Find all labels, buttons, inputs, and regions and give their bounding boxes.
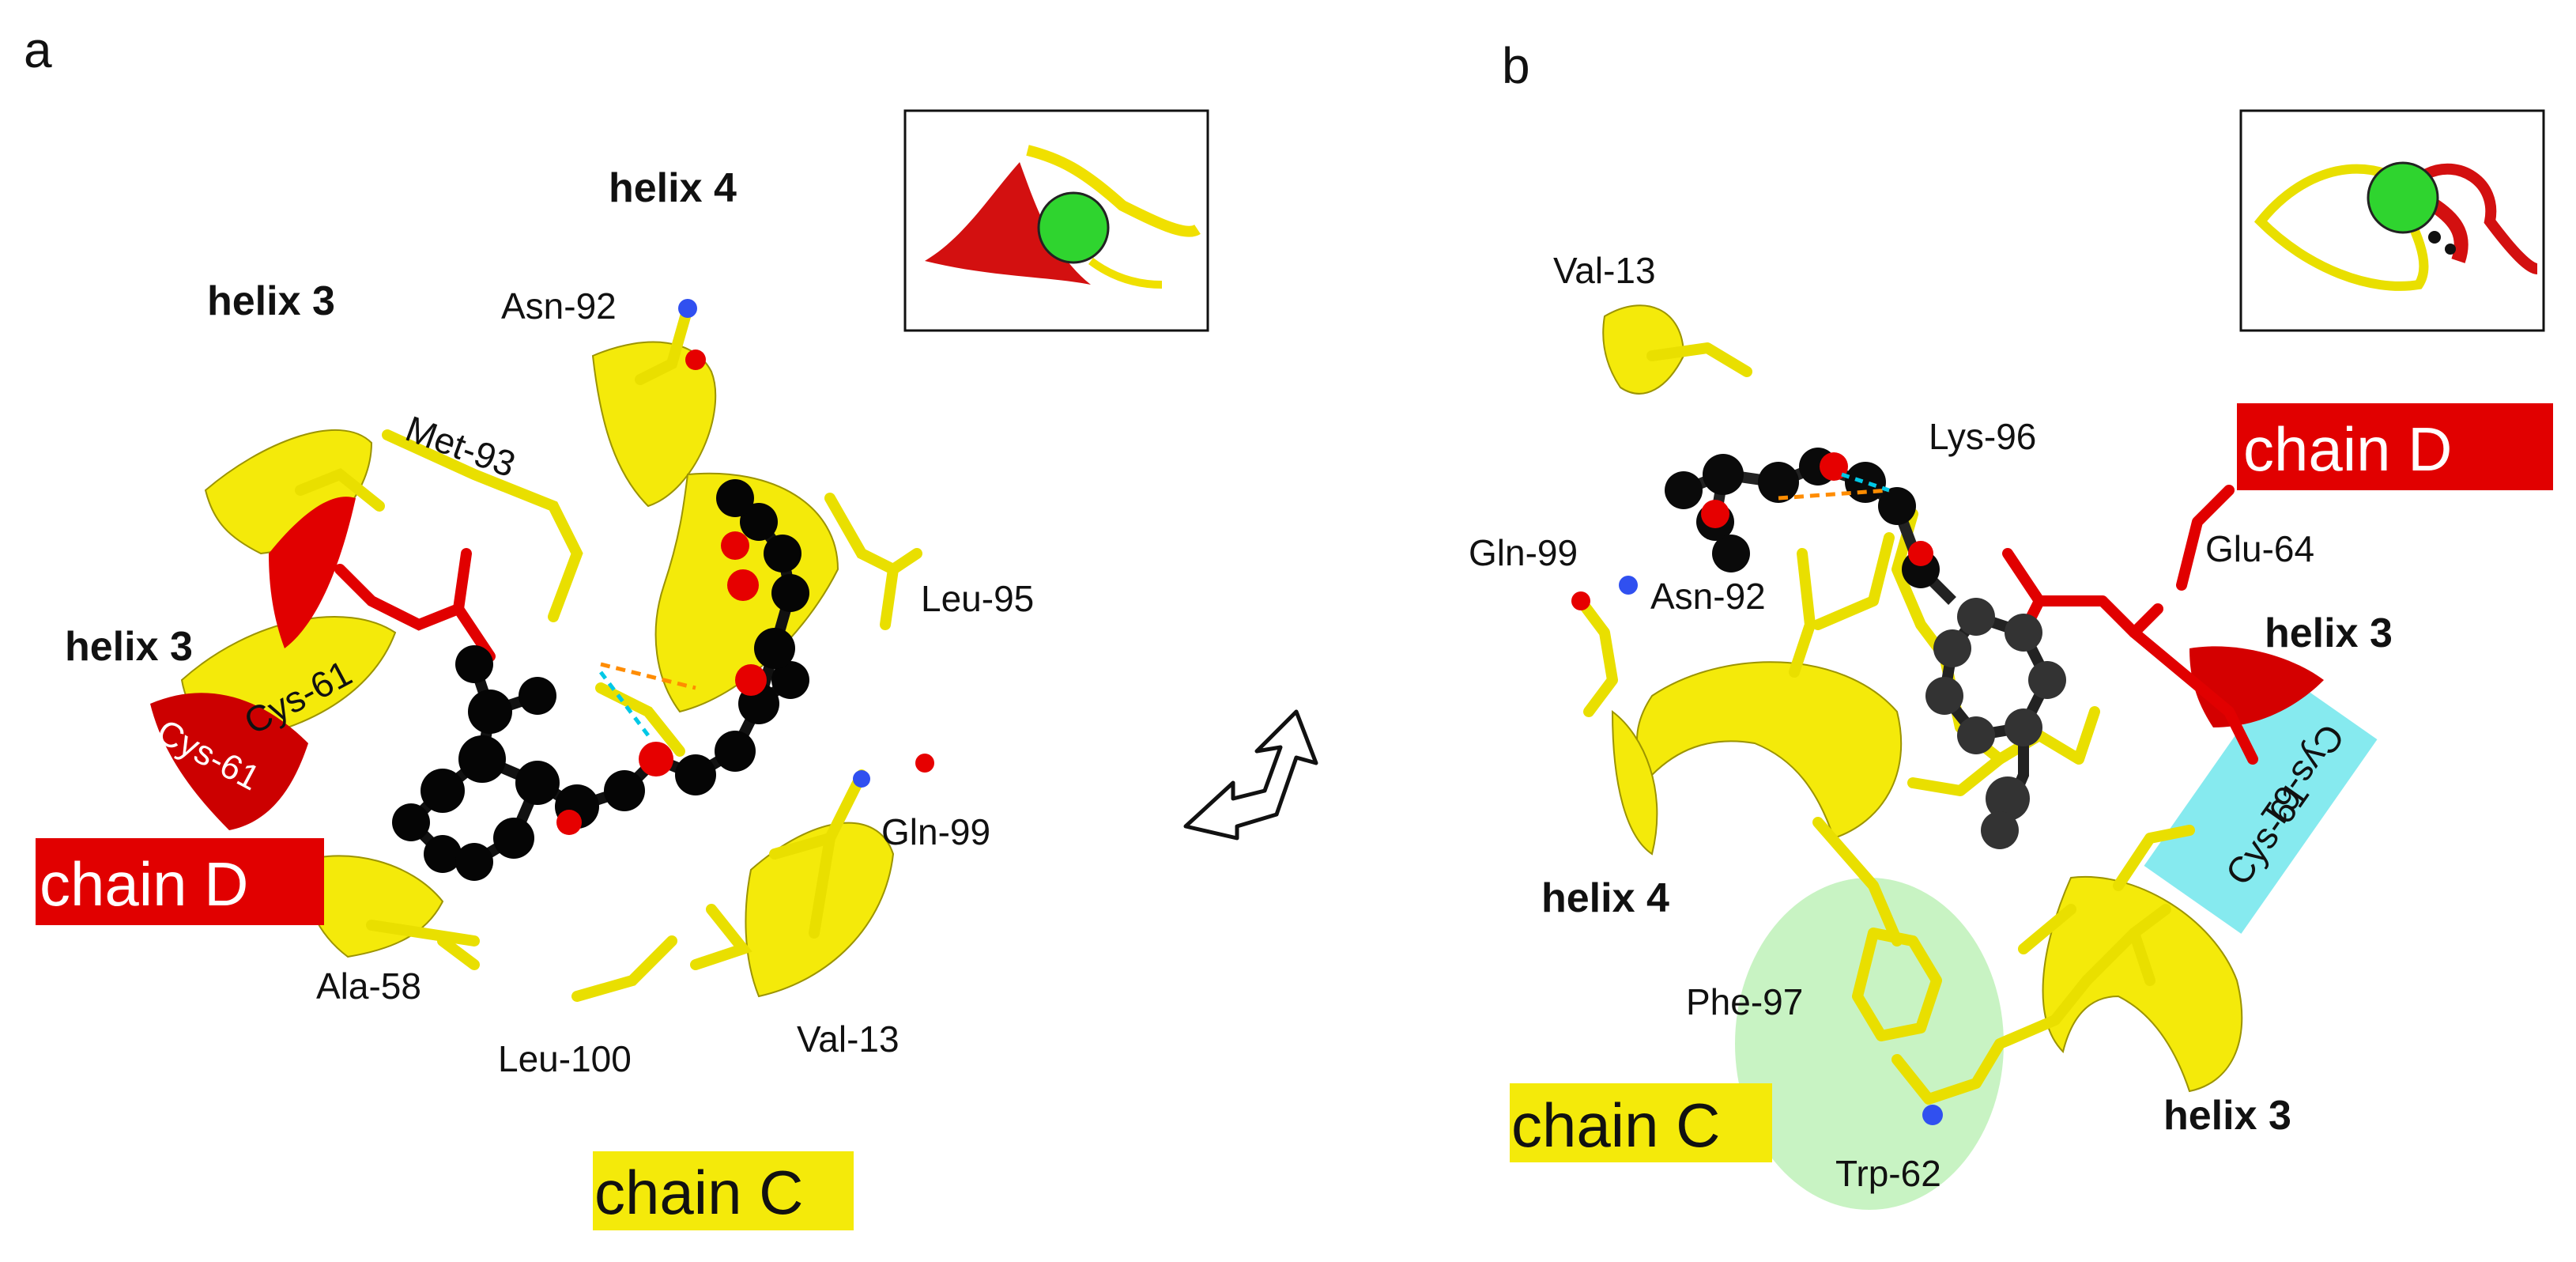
panel-b-helix-3-bottom-label: helix 3 <box>2163 1093 2291 1139</box>
panel-a-helix-3-top-label: helix 3 <box>207 278 335 324</box>
panel-a-nitrogen-atom <box>678 299 697 318</box>
rotate-arrow-icon <box>1183 709 1318 841</box>
panel-a-val13-label: Val-13 <box>797 1018 900 1060</box>
panel-a-chain-d-badge <box>36 838 324 925</box>
panel-a-chain-c-ribbons <box>180 341 895 998</box>
panel-a-ligand <box>392 479 809 881</box>
panel-a-oxygen-atom <box>685 350 706 370</box>
panel-a-hbonds <box>599 662 696 737</box>
panel-a-helix-4-label: helix 4 <box>609 165 737 211</box>
panel-b-trp62-label: Trp-62 <box>1835 1153 1941 1194</box>
panel-b-lys96-label: Lys-96 <box>1929 416 2036 457</box>
panel-b-chain-c-label: chain C <box>1511 1090 1720 1160</box>
panel-b-gln99-label: Gln-99 <box>1469 532 1578 573</box>
panel-b-hbonds <box>1778 472 1890 501</box>
panel-a-asn92-label: Asn-92 <box>501 285 617 327</box>
panel-b-asn92-label: Asn-92 <box>1650 576 1766 617</box>
panel-a-leu95-label: Leu-95 <box>921 578 1034 619</box>
panel-b-helix-4-label: helix 4 <box>1541 875 1669 921</box>
panel-b-chain-c-badge <box>1510 1083 1772 1162</box>
panel-b-glu64-label: Glu-64 <box>2205 528 2314 569</box>
panel-b: b Cys-61 Cys-61 <box>1469 37 2553 1210</box>
panel-b-letter: b <box>1502 37 1530 94</box>
panel-b-oxygen-atom <box>1571 591 1590 610</box>
panel-b-chain-d <box>2002 485 2324 765</box>
panel-a-inset <box>903 109 1209 332</box>
panel-b-cys61-highlight: Cys-61 Cys-61 <box>2144 671 2378 934</box>
panel-a-leu100-label: Leu-100 <box>498 1038 632 1079</box>
panel-b-nitrogen-atom <box>1619 576 1638 595</box>
panel-b-chain-c-sticks <box>1575 342 2195 1105</box>
panel-a-chain-c-badge <box>593 1151 854 1230</box>
panel-b-chain-d-badge <box>2237 403 2553 490</box>
panel-b-chain-d-label: chain D <box>2243 414 2452 484</box>
panel-b-phe97-label: Phe-97 <box>1686 981 1803 1022</box>
panel-a-chain-d-label: chain D <box>40 849 248 919</box>
panel-a-chain-d <box>150 497 496 830</box>
panel-a-oxygen-atom-2 <box>915 754 934 773</box>
panel-b-trp62-highlight <box>1735 878 2004 1210</box>
panel-a-ala58-label: Ala-58 <box>316 965 421 1007</box>
panel-a-letter: a <box>24 21 52 78</box>
panel-a-helix-3-left-label: helix 3 <box>65 624 193 670</box>
panel-b-chain-c-ribbons <box>1602 304 2243 1093</box>
panel-b-trp-nitrogen <box>1922 1105 1943 1125</box>
panel-b-ligand <box>1665 448 2066 849</box>
panel-b-inset <box>2239 109 2545 332</box>
panel-a-nitrogen-atom-2 <box>853 770 870 788</box>
panel-a-chain-c-label: chain C <box>594 1158 803 1227</box>
panel-a: a <box>24 21 1209 1230</box>
panel-b-val13-label: Val-13 <box>1553 250 1656 291</box>
panel-a-gln99-label: Gln-99 <box>881 811 990 852</box>
panel-b-helix-3-right-label: helix 3 <box>2265 610 2393 656</box>
